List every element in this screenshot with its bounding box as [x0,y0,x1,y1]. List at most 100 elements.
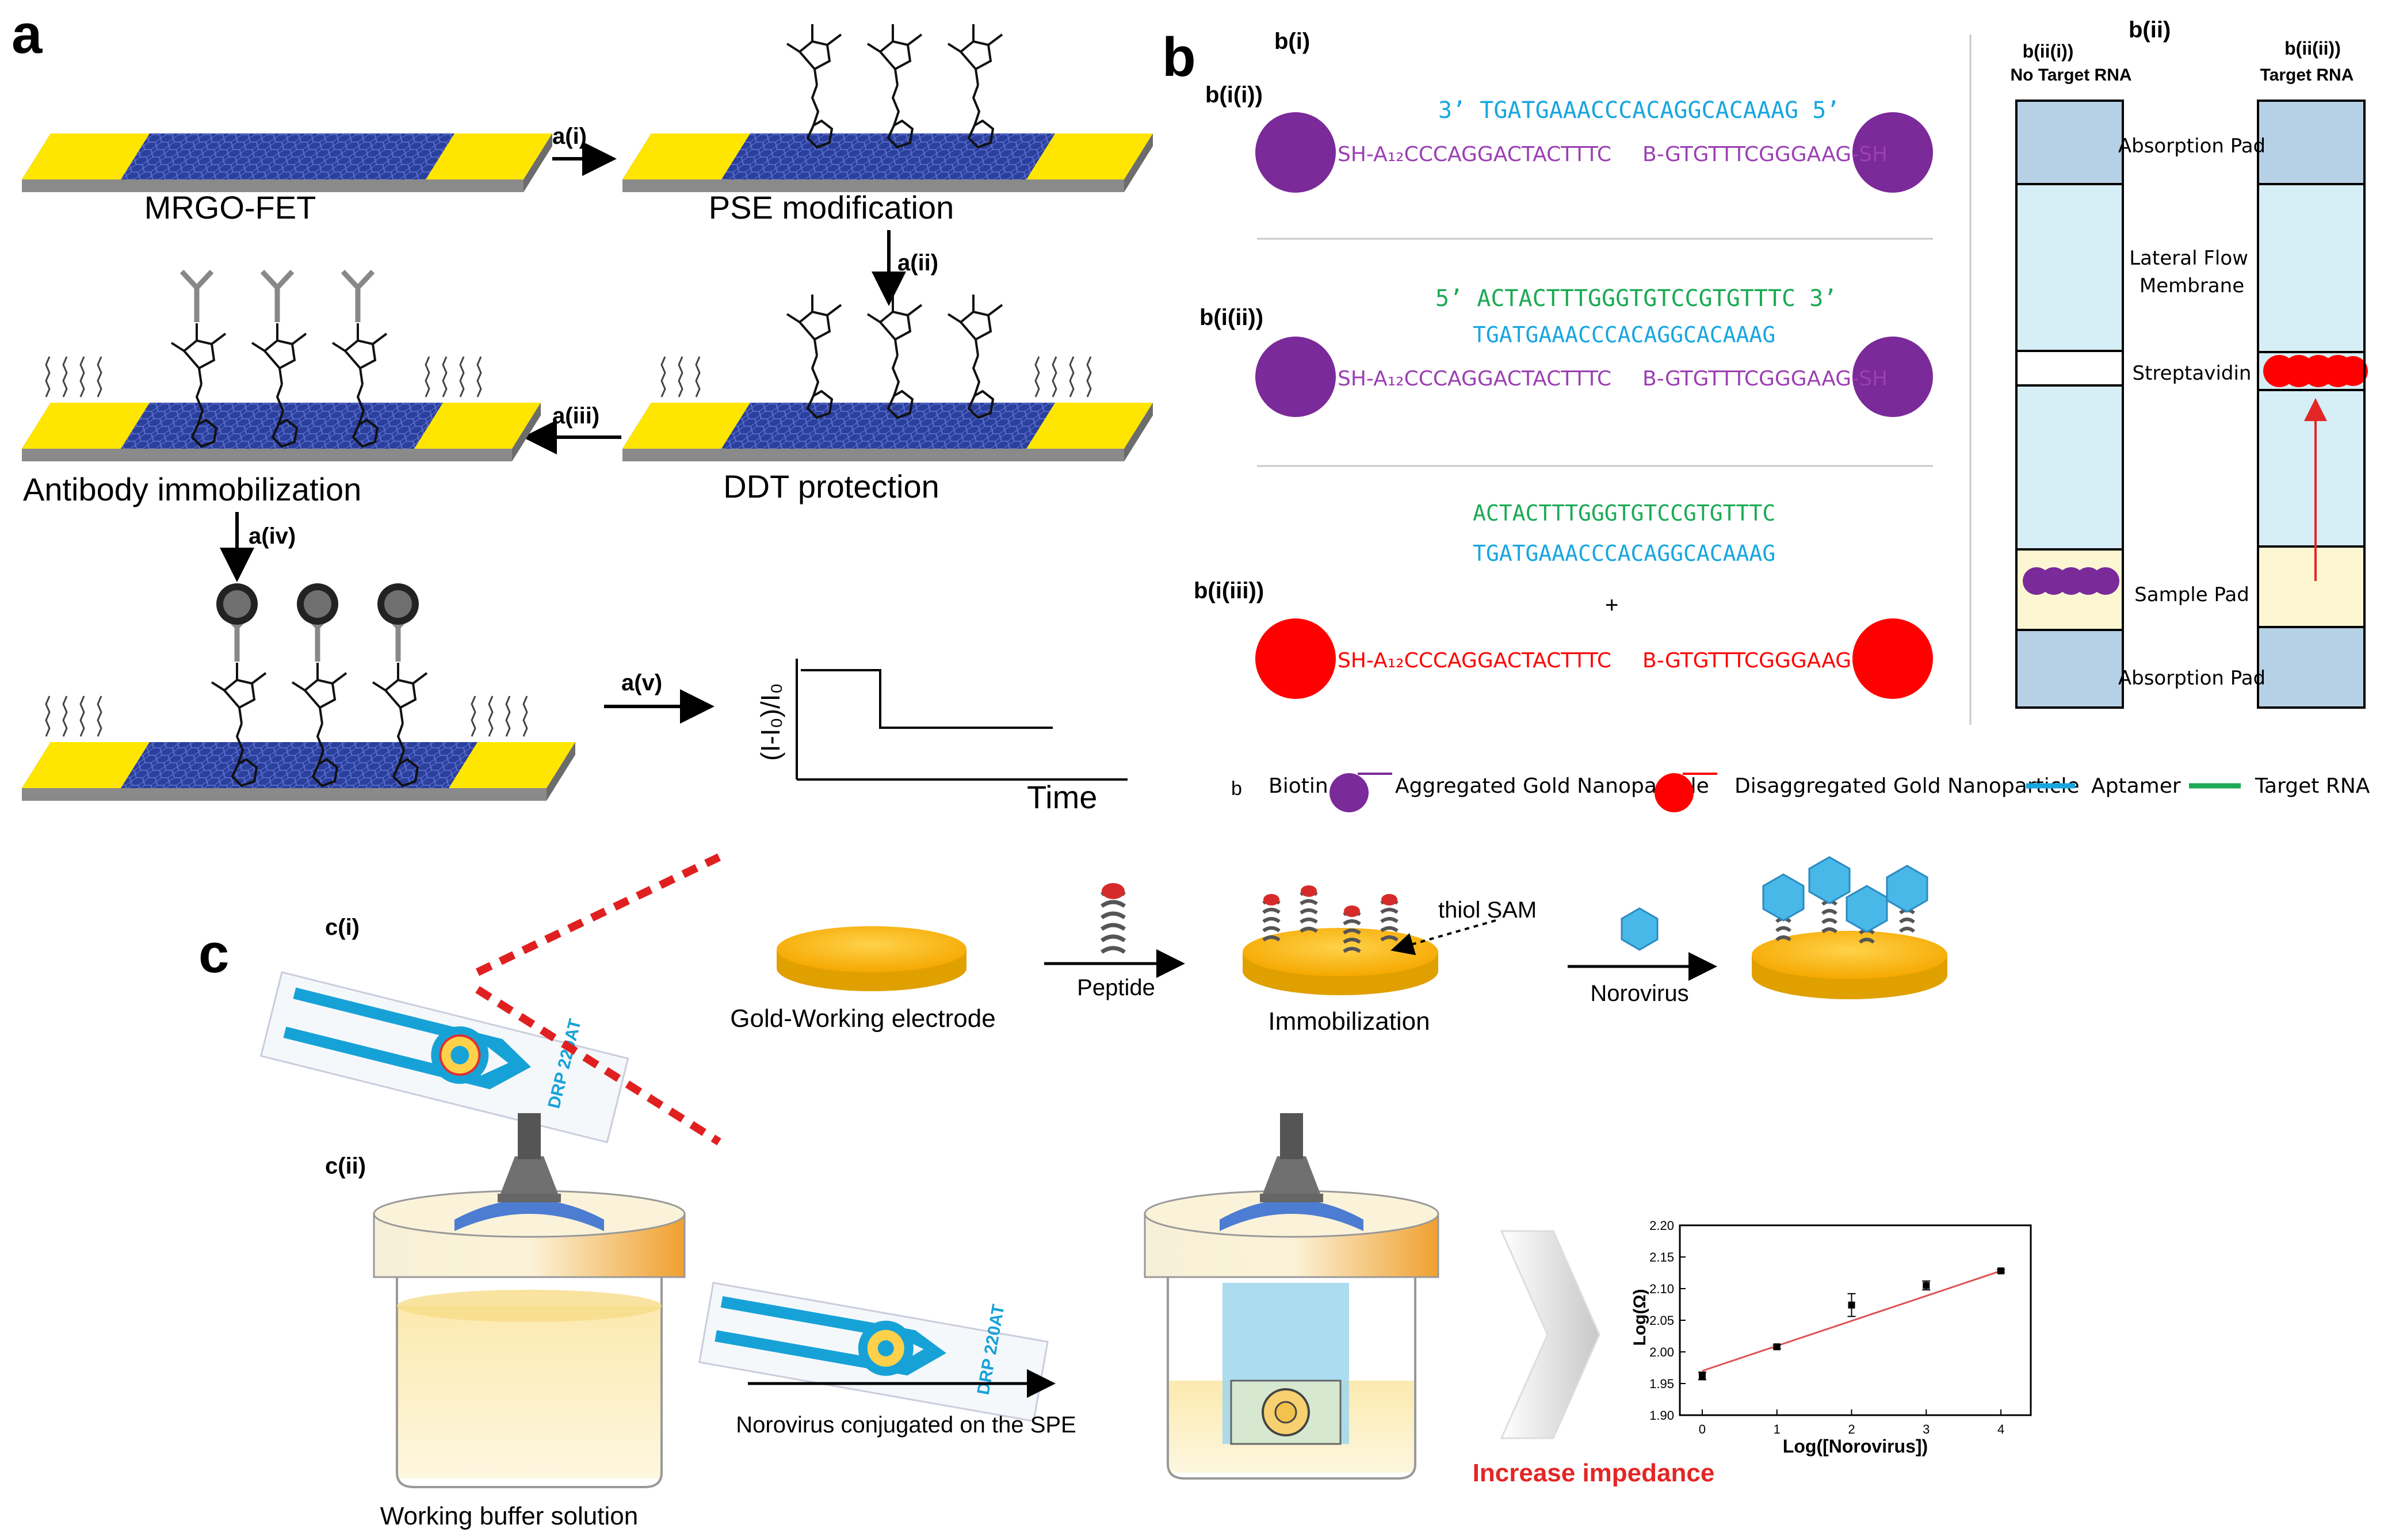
y-tick-label: 2.00 [1649,1345,1674,1359]
chip-label-antibody: Antibody immobilization [23,471,361,507]
zone-absorption-bottom: Absorption Pad [2118,667,2265,690]
disaggregated-particles-streptavidin [2263,355,2368,387]
aggregated-gold-right-1 [1852,112,1933,193]
x-tick-label: 2 [1848,1422,1855,1436]
norovirus-particle [1621,907,1659,951]
label-working-buffer: Working buffer solution [380,1502,638,1530]
y-tick-label: 1.95 [1649,1377,1674,1391]
row-label-2: b(i(ii)) [1199,305,1263,330]
aptamer-seq-2: TGATGAAACCCACAGGCACAAAG [1473,322,1775,347]
y-tick-label: 2.10 [1649,1282,1674,1296]
peptide-4 [1380,894,1399,942]
target-seq-3: ACTACTTTGGGTGTCCGTGTTTC [1473,500,1775,526]
spe-strip-large: DRP 220AT [698,1282,1049,1423]
step-label-a-v: a(v) [621,670,662,696]
fit-line [1702,1270,2001,1372]
response-plot-trace [801,669,1053,729]
y-tick-label: 2.05 [1649,1313,1674,1328]
aggregated-gold-left-1 [1255,112,1336,193]
sublabel-b-i: b(i) [1274,29,1310,54]
impedance-plot-ylabel: Log(Ω) [1630,1289,1649,1346]
chip-mrgo [22,133,552,192]
data-point [1848,1301,1855,1309]
step-label-a-iv: a(iv) [249,523,296,549]
lateral-flow-strips: b(ii(i)) No Target RNA b(ii(ii)) Target … [2010,38,2368,709]
thiol-sam-pointer [1390,919,1496,956]
chip-antibody [22,272,541,461]
legend-aggregated-swatch [1329,773,1369,812]
strip-no-target [2015,100,2124,709]
legend-biotin: Biotin [1269,774,1328,798]
chip-pse [622,23,1153,192]
legend-disaggregated-swatch [1655,773,1694,812]
right-probe-1: B-GTGTTTCGGGAAG-SH [1642,143,1888,166]
probe-row-2: b(i(ii)) 5’ ACTACTTTGGGTGTCCGTGTTTC 3’ T… [1199,285,1933,417]
panel-c: c c(i) c(ii) DRP 220AT Gold-Working elec… [198,853,2032,1530]
aptamer-seq-1: 3’ TGATGAAACCCACAGGCACAAAG 5’ [1438,97,1840,124]
strip-target [2257,100,2368,709]
sublabel-c-ii: c(ii) [325,1153,366,1179]
label-increase-impedance: Increase impedance [1473,1459,1715,1487]
strip-left-label: b(ii(i)) [2023,41,2074,62]
zone-sample: Sample Pad [2134,583,2249,606]
beaker-buffer [373,1113,686,1488]
zone-membrane-line-1: Lateral Flow [2129,247,2248,270]
legend-target: Target RNA [2255,774,2370,798]
zoom-line-top [475,853,721,976]
immobilized-electrode [1243,885,1438,995]
peptide-3 [1343,905,1361,953]
response-plot-xlabel: Time [1027,779,1097,815]
right-probe-3: B-GTGTTTCGGGAAG-SH [1642,649,1888,672]
data-point [1997,1267,2005,1275]
beaker-measurement [1144,1113,1439,1480]
y-tick-label: 2.15 [1649,1250,1674,1264]
peptide-coil [1100,883,1126,954]
label-gold-electrode: Gold-Working electrode [730,1004,995,1033]
sublabel-c-i: c(i) [325,915,360,940]
data-point [1698,1372,1706,1379]
aggregated-particles-sample [2023,567,2119,595]
aptamer-seq-3: TGATGAAACCCACAGGCACAAAG [1473,541,1775,566]
virus-bound-electrode [1752,856,1947,999]
probe-row-1: b(i(i)) 3’ TGATGAAACCCACAGGCACAAAG 5’ SH… [1205,82,1933,193]
chip-ddt [622,293,1153,461]
label-conjugated: Norovirus conjugated on the SPE [736,1412,1076,1438]
streptavidin-line-empty [2015,350,2124,387]
zone-membrane-line-2: Membrane [2140,274,2244,297]
spe-strip-small: DRP 220AT [259,971,629,1144]
gold-electrode [777,926,966,991]
left-probe-3: SH-A₁₂CCCAGGACTACTTTC [1338,649,1611,672]
response-plot: (I-I₀)/I₀ Time [755,659,1128,815]
left-probe-1: SH-A₁₂CCCAGGACTACTTTC [1338,143,1611,166]
x-tick-label: 4 [1997,1422,2004,1436]
strip-right-caption: Target RNA [2260,66,2354,85]
chip-label-ddt: DDT protection [723,468,939,505]
x-tick-label: 1 [1774,1422,1781,1436]
probe-row-3: b(i(iii)) ACTACTTTGGGTGTCCGTGTTTC TGATGA… [1194,500,1933,699]
left-probe-2: SH-A₁₂CCCAGGACTACTTTC [1338,367,1611,391]
label-norovirus: Norovirus [1590,981,1688,1006]
peptide-1 [1262,894,1281,942]
panel-b-legend: b Biotin Aggregated Gold Nanoparticle Di… [1231,773,2370,812]
chip-virus-bound [22,583,575,801]
step-label-a-i: a(i) [552,124,587,149]
impedance-plot-xlabel: Log([Norovirus]) [1783,1436,1928,1457]
y-tick-label: 1.90 [1649,1408,1674,1423]
zoom-line-bottom [475,986,721,1145]
right-probe-2: B-GTGTTTCGGGAAG-SH [1642,367,1888,391]
response-plot-ylabel: (I-I₀)/I₀ [755,683,785,761]
step-label-a-ii: a(ii) [897,250,938,276]
y-tick-label: 2.20 [1649,1218,1674,1233]
zone-absorption-top: Absorption Pad [2118,135,2265,158]
legend-aptamer: Aptamer [2091,774,2181,798]
x-tick-label: 0 [1699,1422,1706,1436]
strip-left-caption: No Target RNA [2010,66,2131,85]
disaggregated-gold-left-3 [1255,618,1336,699]
plus-sign: + [1605,593,1618,618]
panel-a: a MRGO-FET a(i) PSE modification a(ii) [12,3,1153,815]
label-peptide: Peptide [1077,975,1155,1000]
target-seq-2: 5’ ACTACTTTGGGTGTCCGTGTTTC 3’ [1435,285,1837,312]
sublabel-b-ii: b(ii) [2129,17,2171,43]
